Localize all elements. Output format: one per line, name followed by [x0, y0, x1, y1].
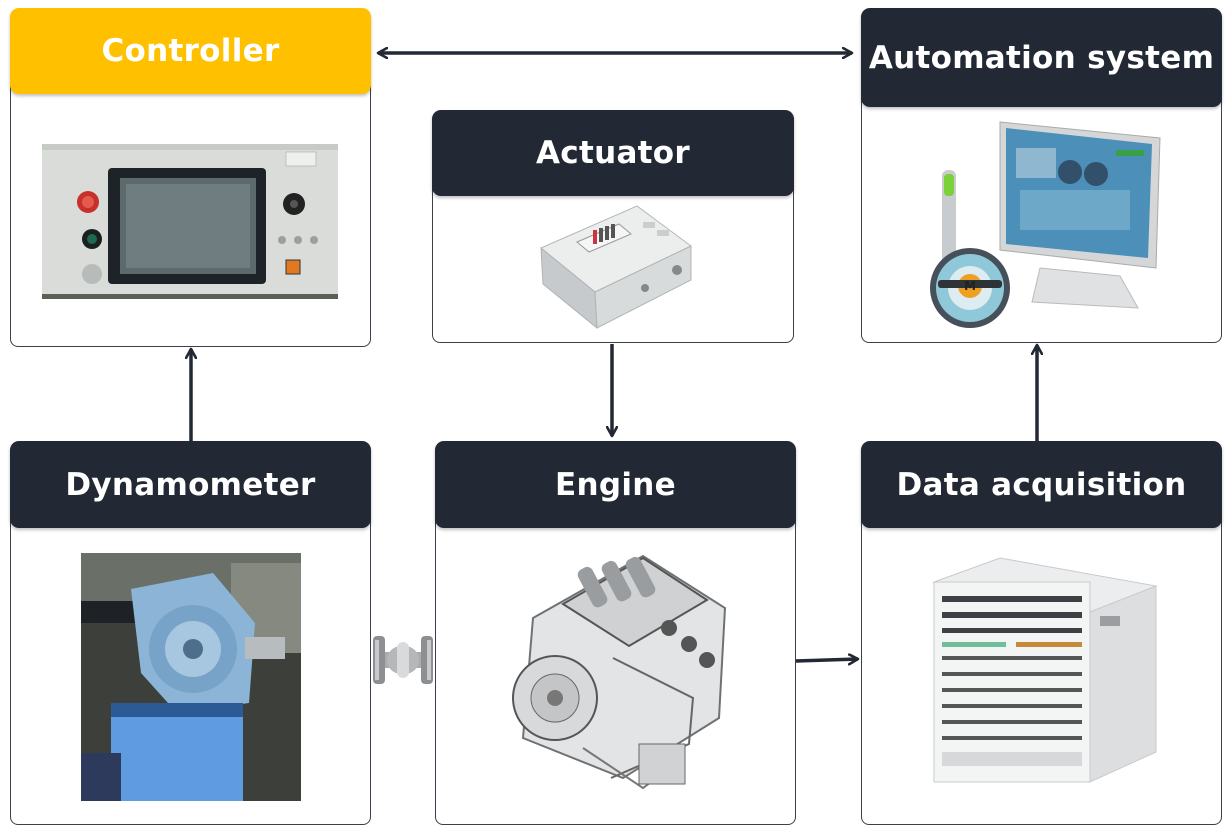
engine-image	[512, 554, 727, 790]
automation-image: M	[930, 121, 1161, 328]
actuator-title: Actuator	[432, 110, 794, 196]
data-acquisition-title: Data acquisition	[861, 441, 1222, 528]
shaft-coupling-icon	[373, 636, 433, 684]
dynamometer-image	[81, 553, 301, 801]
controller-title: Controller	[10, 8, 371, 94]
actuator-image	[540, 205, 692, 330]
dynamometer-title: Dynamometer	[10, 441, 371, 528]
data-acquisition-image	[932, 557, 1158, 783]
engine-title: Engine	[435, 441, 796, 528]
svg-text:M: M	[964, 279, 976, 293]
controller-panel-image	[42, 144, 338, 299]
automation-title: Automation system	[861, 8, 1222, 107]
engine-data-acquisition-arrow	[795, 659, 858, 661]
